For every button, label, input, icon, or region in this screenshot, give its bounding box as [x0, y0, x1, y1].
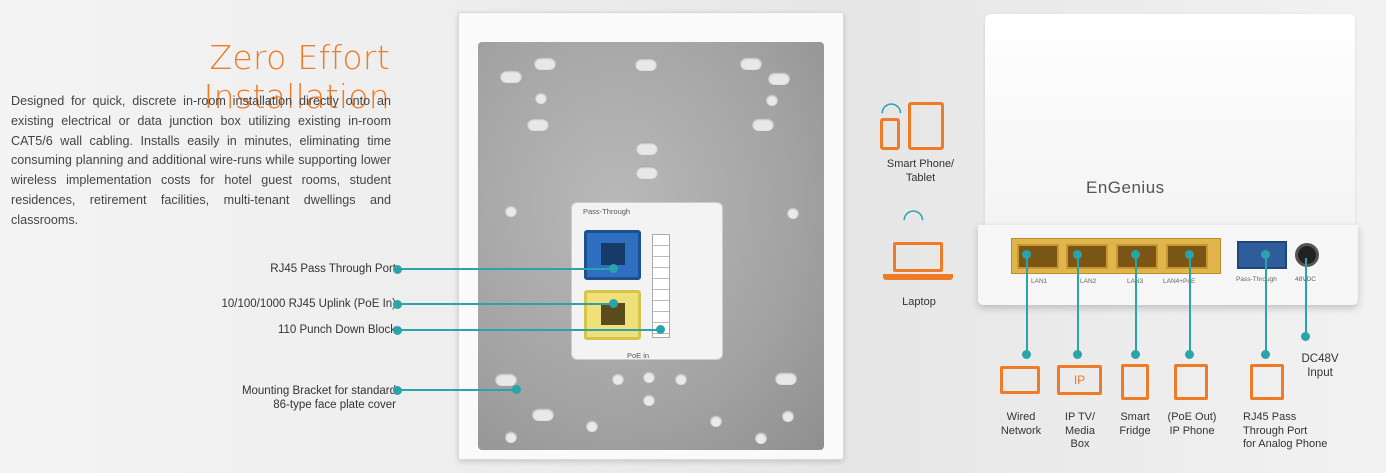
- connector-line: [1265, 254, 1267, 354]
- connector-dot: [1073, 250, 1082, 259]
- fridge-icon: [1121, 364, 1149, 400]
- page-title: Zero Effort Installation: [203, 38, 390, 116]
- connector-dot: [1185, 350, 1194, 359]
- callout-dot: [512, 385, 521, 394]
- callout-uplink-poe: 10/100/1000 RJ45 Uplink (PoE In): [221, 298, 396, 310]
- connector-dot: [1261, 250, 1270, 259]
- smartphone-tablet-icon: [880, 118, 900, 150]
- connector-dot: [1022, 250, 1031, 259]
- punch-down-block: [652, 234, 670, 338]
- ip-phone-icon: [1174, 364, 1208, 400]
- dc-input-label: DC48V Input: [1301, 353, 1339, 379]
- smart-fridge-label: Smart Fridge: [1119, 411, 1151, 437]
- connector-dot: [1185, 250, 1194, 259]
- ip-tv-icon: IP: [1057, 365, 1102, 395]
- callout-punch-down: 110 Punch Down Block: [277, 324, 396, 336]
- callout-pass-through: RJ45 Pass Through Port: [270, 263, 396, 275]
- wifi-icon: ◠: [902, 203, 925, 233]
- callout-line: [399, 389, 515, 391]
- callout-mounting-bracket: Mounting Bracket for standard 86-type fa…: [241, 385, 396, 411]
- lan2-port: [1066, 244, 1108, 269]
- connector-line: [1305, 258, 1307, 336]
- laptop-icon: [893, 242, 943, 272]
- callout-dot: [609, 264, 618, 273]
- connector-line: [1135, 254, 1137, 354]
- description-text: Designed for quick, discrete in-room ins…: [11, 94, 391, 227]
- tablet-icon: [908, 102, 944, 150]
- callout-dot: [393, 326, 402, 335]
- analog-phone-label: RJ45 Pass Through Port for Analog Phone: [1243, 411, 1328, 450]
- port-label: LAN1: [1031, 278, 1048, 285]
- callout-dot: [393, 300, 402, 309]
- port-label: LAN2: [1080, 278, 1097, 285]
- connector-dot: [1261, 350, 1270, 359]
- wifi-icon: ◠: [880, 96, 903, 126]
- access-point-device: [985, 14, 1355, 240]
- poe-in-label: PoE in: [627, 351, 650, 360]
- port-label: LAN4+PoE: [1163, 278, 1196, 285]
- connector-line: [1026, 254, 1028, 354]
- callout-line: [399, 268, 613, 270]
- laptop-base: [883, 274, 953, 280]
- pass-through-label: Pass-Through: [583, 207, 631, 216]
- pass-through-port: [1237, 241, 1287, 269]
- connector-dot: [1022, 350, 1031, 359]
- brand-logo: EnGenius: [1086, 178, 1165, 197]
- callout-dot: [609, 299, 618, 308]
- connector-dot: [1073, 350, 1082, 359]
- rj45-uplink-port: [584, 290, 641, 340]
- wired-network-label: Wired Network: [1000, 411, 1042, 437]
- port-label: Pass-Through: [1236, 276, 1277, 283]
- callout-line: [399, 303, 613, 305]
- callout-dot: [393, 265, 402, 274]
- connector-line: [1077, 254, 1079, 354]
- laptop-label: Laptop: [902, 296, 936, 308]
- ip-tv-label: IP TV/ Media Box: [1064, 411, 1096, 450]
- callout-line: [399, 329, 659, 331]
- connector-dot: [1301, 332, 1310, 341]
- dc-power-jack: [1295, 243, 1319, 267]
- ip-phone-label: (PoE Out) IP Phone: [1167, 411, 1217, 437]
- analog-phone-icon: [1250, 364, 1284, 400]
- connector-dot: [1131, 350, 1140, 359]
- smartphone-tablet-label: Smart Phone/ Tablet: [886, 158, 955, 184]
- callout-dot: [656, 325, 665, 334]
- callout-dot: [393, 386, 402, 395]
- connector-dot: [1131, 250, 1140, 259]
- desktop-computer-icon: [1000, 366, 1040, 394]
- connector-line: [1189, 254, 1191, 354]
